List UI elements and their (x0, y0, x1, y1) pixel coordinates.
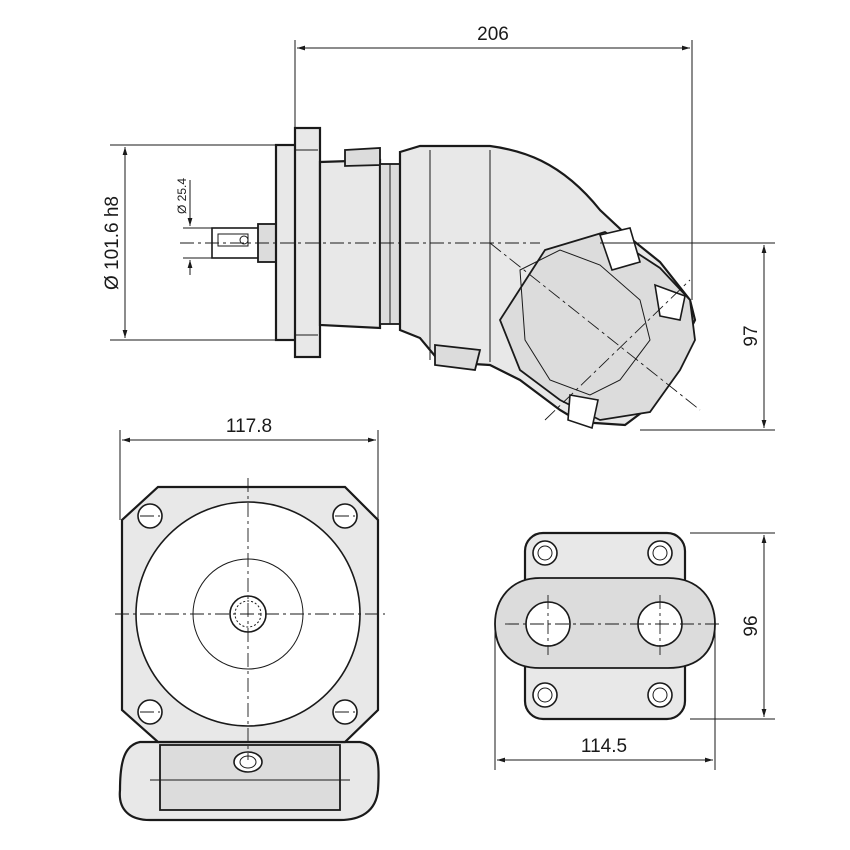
dimension-port-offset: 97 (741, 325, 762, 346)
port-view: 96 114.5 (494, 531, 775, 770)
dimension-shaft-diameter: Ø 25.4 (175, 178, 189, 214)
front-view: 117.8 (115, 416, 385, 822)
dimension-port-height: 96 (741, 615, 762, 636)
dimension-overall-length: 206 (477, 24, 509, 45)
dimension-port-width: 114.5 (581, 736, 627, 757)
port-bolts (532, 540, 673, 708)
dimension-flange-diameter: Ø 101.6 h8 (102, 196, 123, 290)
dimension-flange-width: 117.8 (226, 416, 272, 437)
mounting-flange (293, 126, 322, 359)
mounting-flange-face (274, 143, 298, 342)
head-centerline (489, 242, 701, 411)
port-head (498, 231, 696, 421)
side-view: 206 Ø 101.6 h8 Ø 25.4 (102, 24, 775, 431)
bearing-housing (318, 158, 382, 330)
